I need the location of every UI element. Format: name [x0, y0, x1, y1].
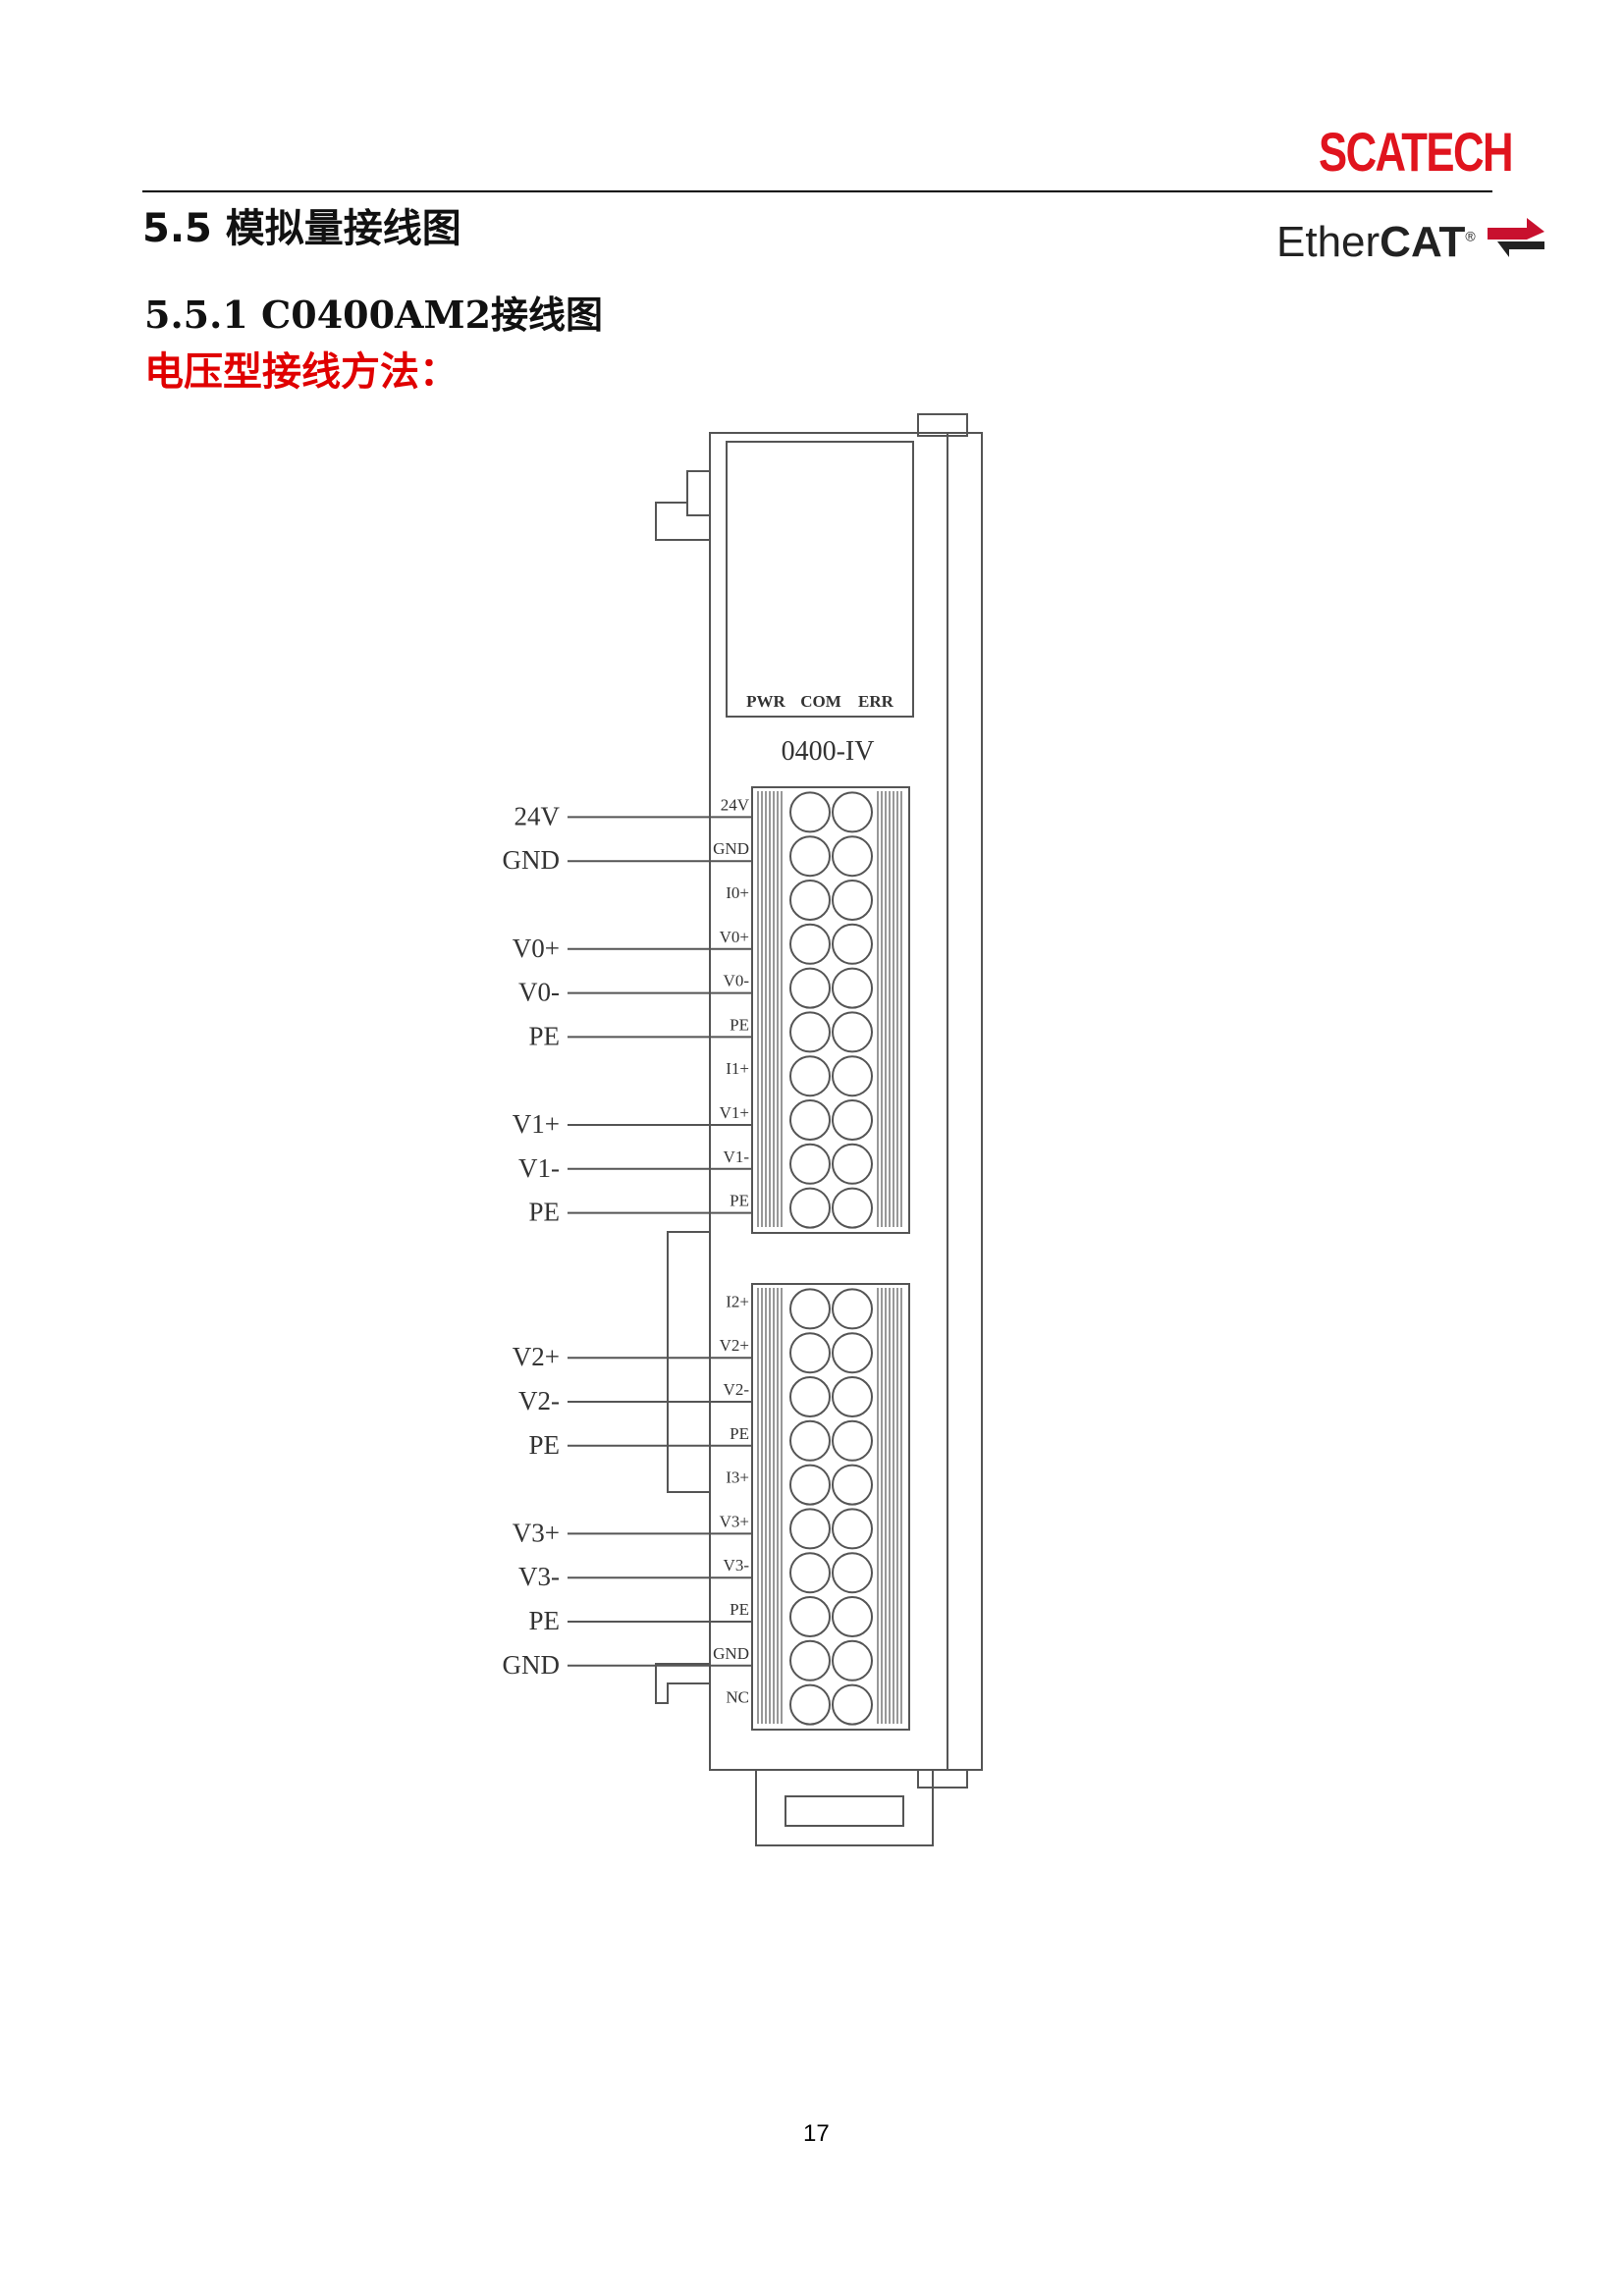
- terminal-hole: [832, 1639, 873, 1682]
- terminal-hole: [789, 1552, 831, 1594]
- wire-label: GND: [503, 845, 561, 875]
- terminal-hole: [789, 1464, 831, 1506]
- terminal-hole: [789, 1376, 831, 1417]
- wire-label: V0+: [513, 934, 560, 963]
- pin-label: V0-: [724, 972, 750, 990]
- ethercat-mark: ®: [1465, 228, 1476, 244]
- led-label-err: ERR: [858, 692, 894, 711]
- pin-label: I2+: [726, 1292, 749, 1310]
- terminal-hole: [832, 923, 873, 965]
- pin-label: PE: [730, 1015, 749, 1034]
- pin-label: V2+: [720, 1336, 749, 1355]
- wire-label: V1+: [513, 1109, 560, 1139]
- terminal-hole: [789, 1288, 831, 1330]
- pin-label: PE: [730, 1424, 749, 1443]
- terminal-hole: [789, 1639, 831, 1682]
- side-clip: [667, 1231, 710, 1493]
- pin-label: V1-: [724, 1148, 750, 1166]
- terminal-hole: [789, 1099, 831, 1141]
- terminal-block-2: I2+ V2+ V2+ V2- V2- PE PE I3+ V3+ V3+ V3- V3- PE PE GN…: [503, 1283, 910, 1731]
- terminal-hole: [789, 1011, 831, 1053]
- wire-label: V2-: [518, 1386, 560, 1415]
- pin-label: 24V: [721, 795, 750, 814]
- top-latch: [917, 413, 968, 437]
- bottom-clip: [655, 1663, 710, 1704]
- terminal-hole: [832, 1376, 873, 1417]
- wire-label: V1-: [518, 1153, 560, 1183]
- wire-label: PE: [528, 1606, 560, 1635]
- wire-label: V0-: [518, 978, 560, 1007]
- ethercat-arrow-icon: [1487, 218, 1544, 257]
- pin-label: V0+: [720, 928, 749, 946]
- terminal-hole: [832, 1288, 873, 1330]
- terminal-hole: [789, 880, 831, 921]
- page-number: 17: [803, 2120, 830, 2147]
- terminal-hole: [832, 1332, 873, 1374]
- terminal-hole: [789, 1419, 831, 1462]
- led-label-com: COM: [800, 692, 841, 711]
- terminal-hole: [789, 1332, 831, 1374]
- pin-label: PE: [730, 1192, 749, 1210]
- terminal-hole: [789, 1596, 831, 1637]
- pin-label: V3-: [724, 1556, 750, 1575]
- terminal-hole: [832, 1099, 873, 1141]
- ethercat-bold: CAT: [1380, 218, 1466, 266]
- terminal-hole: [789, 1508, 831, 1550]
- wiring-method-title: 电压型接线方法：: [144, 349, 459, 395]
- terminal-hole: [832, 1464, 873, 1506]
- wire-label: PE: [528, 1021, 560, 1050]
- terminal-hole: [832, 1508, 873, 1550]
- wire-label: V3-: [518, 1562, 560, 1591]
- led-label-pwr: PWR: [746, 692, 785, 711]
- pin-label: I3+: [726, 1468, 749, 1487]
- wire-label: 24V: [514, 801, 561, 830]
- terminal-hole: [789, 923, 831, 965]
- terminal-hole: [832, 880, 873, 921]
- terminal-hole: [832, 1683, 873, 1726]
- scatech-logo: SCATECH: [1319, 121, 1514, 183]
- terminal-hole: [832, 1419, 873, 1462]
- ethercat-logo: EtherCAT®: [1276, 218, 1544, 267]
- terminal-hole: [789, 1055, 831, 1097]
- terminal-hole: [832, 1143, 873, 1185]
- terminal-hole: [832, 1552, 873, 1594]
- subsection-title: 5.5.1 C0400AM2接线图: [144, 293, 604, 337]
- top-clip: [655, 470, 710, 541]
- terminal-block-1: 24V 24V GND GND I0+ V0+ V0+ V0- V0- PE PE I1+ V1+ V1+…: [503, 786, 910, 1234]
- terminal-hole: [789, 835, 831, 878]
- terminal-hole: [789, 1683, 831, 1726]
- terminal-hole: [832, 791, 873, 833]
- terminal-hole: [789, 1143, 831, 1185]
- model-label: 0400-IV: [782, 736, 875, 767]
- terminal-hole: [832, 967, 873, 1009]
- wire-label: PE: [528, 1430, 560, 1460]
- section-title: 5.5 模拟量接线图: [142, 206, 461, 251]
- terminal-hole: [789, 967, 831, 1009]
- pin-label: V3+: [720, 1512, 749, 1530]
- wire-label: V3+: [513, 1518, 560, 1547]
- terminal-hole: [832, 1011, 873, 1053]
- terminal-hole: [789, 1187, 831, 1229]
- wire-label: V2+: [513, 1342, 560, 1371]
- pin-label: I1+: [726, 1059, 749, 1078]
- din-latch: [755, 1770, 934, 1846]
- ethercat-prefix: Ether: [1276, 218, 1380, 266]
- pin-label: V2-: [724, 1380, 750, 1399]
- terminal-hole: [832, 1187, 873, 1229]
- pin-label: NC: [726, 1688, 749, 1707]
- terminal-hole: [832, 835, 873, 878]
- pin-label: V1+: [720, 1103, 749, 1122]
- header-rule: [142, 190, 1492, 192]
- wire-label: PE: [528, 1198, 560, 1227]
- terminal-hole: [832, 1596, 873, 1637]
- led-window: [726, 441, 914, 718]
- pin-label: GND: [713, 839, 749, 858]
- pin-label: I0+: [726, 883, 749, 902]
- terminal-hole: [832, 1055, 873, 1097]
- terminal-hole: [789, 791, 831, 833]
- module-body: [709, 432, 983, 1771]
- wire-label: GND: [503, 1650, 561, 1680]
- pin-label: GND: [713, 1644, 749, 1663]
- pin-label: PE: [730, 1600, 749, 1619]
